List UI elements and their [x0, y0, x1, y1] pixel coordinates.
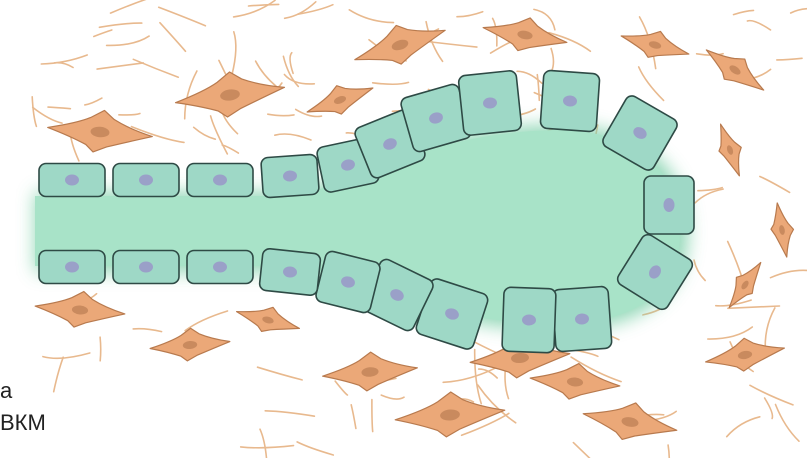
fibroblast-icon — [529, 359, 622, 403]
collagen-fiber — [777, 58, 802, 60]
collagen-fiber — [351, 405, 356, 429]
collagen-fiber — [159, 7, 206, 26]
collagen-fiber — [256, 61, 277, 87]
collagen-fiber — [111, 0, 155, 13]
fibroblast-icon — [233, 299, 303, 341]
fibroblast-icon — [580, 394, 680, 448]
collagen-fiber — [194, 127, 216, 139]
collagen-fiber — [85, 98, 102, 105]
collagen-fiber — [43, 353, 90, 358]
collagen-fiber — [275, 134, 311, 140]
collagen-fiber — [133, 329, 161, 332]
epithelial-cell-icon — [187, 164, 253, 197]
collagen-fiber — [268, 114, 294, 116]
collagen-fiber — [119, 114, 140, 115]
collagen-fiber — [249, 4, 279, 6]
epithelial-cell-icon — [187, 251, 253, 284]
collagen-fiber — [258, 367, 303, 380]
epithelial-cell-icon — [540, 70, 600, 132]
collagen-fiber — [32, 97, 36, 127]
collagen-fiber — [133, 59, 178, 77]
collagen-fiber — [290, 53, 293, 74]
fibroblast-icon — [699, 38, 773, 101]
collagen-fiber — [94, 30, 112, 37]
collagen-fiber — [234, 0, 275, 17]
collagen-fiber — [573, 443, 604, 458]
epithelial-cell-icon — [259, 248, 321, 296]
collagen-fiber — [260, 429, 267, 458]
fibroblast-icon — [393, 387, 506, 441]
collagen-fiber — [285, 2, 316, 19]
fibroblast-icon — [711, 120, 751, 179]
epithelial-cell-icon — [113, 251, 179, 284]
collagen-fiber — [265, 411, 314, 416]
collagen-fiber — [457, 12, 483, 17]
collagen-fiber — [211, 116, 228, 154]
collagen-fiber — [349, 10, 393, 23]
collagen-fiber — [48, 107, 70, 109]
collagen-fiber — [99, 23, 141, 27]
label-line-2: ВКМ — [0, 410, 46, 436]
collagen-fiber — [185, 311, 227, 331]
collagen-fiber — [668, 445, 670, 458]
epithelial-cell-icon — [502, 287, 556, 353]
collagen-fiber — [298, 5, 333, 15]
collagen-fiber — [160, 23, 186, 52]
epithelial-cell-icon — [458, 70, 522, 136]
collagen-fiber — [750, 385, 793, 405]
epithelial-cell-icon — [552, 286, 612, 352]
collagen-fiber — [97, 63, 143, 69]
collagen-fiber — [791, 9, 807, 13]
epithelial-cell-icon — [113, 164, 179, 197]
collagen-fiber — [284, 75, 314, 84]
collagen-fiber — [33, 107, 62, 123]
collagen-fiber — [771, 270, 807, 277]
collagen-fiber — [776, 405, 800, 442]
collagen-fiber — [223, 114, 238, 134]
collagen-fiber — [100, 337, 101, 361]
collagen-fiber — [335, 381, 347, 395]
collagen-fiber — [551, 49, 553, 72]
collagen-fiber — [734, 10, 754, 14]
fibroblast-icon — [34, 287, 127, 331]
collagen-fiber — [423, 41, 477, 47]
collagen-fiber — [241, 446, 294, 448]
collagen-fiber — [708, 327, 753, 339]
collagen-fiber — [728, 306, 780, 308]
collagen-fiber — [373, 82, 409, 84]
collagen-fiber — [297, 442, 333, 455]
collagen-fiber — [381, 395, 404, 399]
collagen-fiber — [107, 36, 150, 45]
epithelial-cell-icon — [39, 251, 105, 284]
collagen-fiber — [639, 67, 664, 101]
collagen-fiber — [576, 350, 598, 356]
fibroblast-icon — [321, 348, 419, 394]
collagen-fiber — [747, 21, 770, 30]
collagen-fiber — [443, 367, 497, 382]
label-line-1: а — [0, 378, 12, 404]
collagen-fiber — [765, 398, 773, 419]
collagen-fiber — [41, 55, 87, 64]
fibroblast-icon — [767, 201, 798, 259]
collagen-fiber — [727, 417, 760, 437]
collagen-fiber — [232, 32, 236, 75]
epithelial-cell-icon — [39, 164, 105, 197]
collagen-fiber — [54, 357, 64, 392]
collagen-fiber — [760, 177, 790, 193]
fibroblast-icon — [302, 74, 377, 124]
collagen-fiber — [372, 400, 373, 432]
collagen-fiber — [694, 260, 705, 281]
epithelial-cell-icon — [644, 176, 694, 234]
fibroblast-icon — [349, 12, 451, 78]
epithelial-cell-icon — [261, 154, 320, 198]
